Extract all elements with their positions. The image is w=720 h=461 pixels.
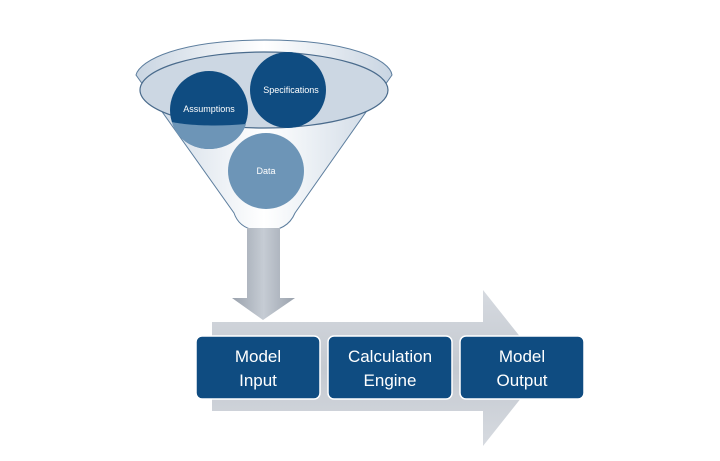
step-calculation-engine: Calculation Engine (327, 335, 453, 400)
model-output-line1: Model (499, 347, 545, 366)
model-output-box (459, 335, 585, 400)
calculation-engine-line2: Engine (364, 371, 417, 390)
model-input-line2: Input (239, 371, 277, 390)
calculation-engine-box (327, 335, 453, 400)
data-circle (228, 133, 304, 209)
step-model-output: Model Output (459, 335, 585, 400)
step-model-input: Model Input (195, 335, 321, 400)
assumptions-circle-lower (172, 122, 246, 149)
specifications-circle (250, 52, 326, 128)
model-input-line1: Model (235, 347, 281, 366)
specifications-label: Specifications (263, 85, 319, 95)
data-label: Data (256, 166, 275, 176)
funnel-input-data: Data (228, 133, 304, 209)
funnel-input-assumptions: Assumptions (170, 71, 248, 149)
calculation-engine-line1: Calculation (348, 347, 432, 366)
model-input-box (195, 335, 321, 400)
assumptions-label: Assumptions (183, 104, 235, 114)
funnel-input-specifications: Specifications (250, 52, 326, 128)
model-output-line2: Output (496, 371, 547, 390)
down-arrow (232, 228, 295, 320)
